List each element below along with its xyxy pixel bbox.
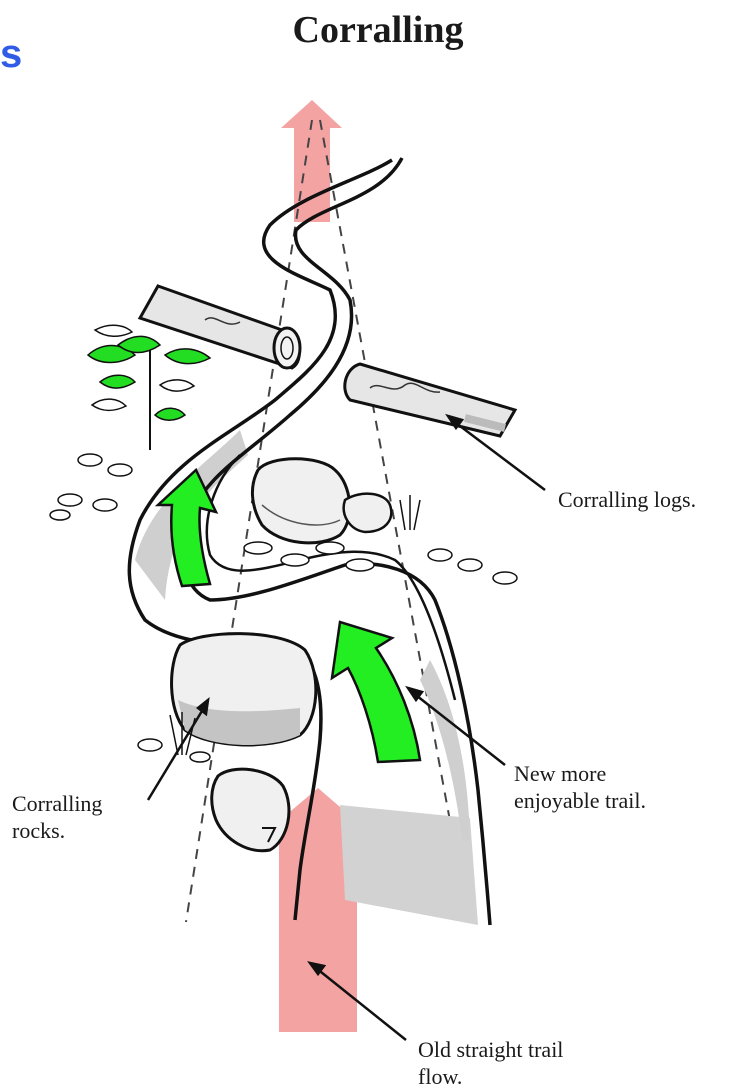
rock-icon	[212, 769, 289, 851]
rock-icon	[344, 494, 392, 532]
diagram-title: Corralling	[0, 8, 756, 52]
label-old-trail: Old straight trail flow.	[418, 1036, 563, 1090]
trail-shadow-lower	[340, 805, 478, 925]
cropped-edge-text: s	[0, 34, 22, 74]
label-corralling-logs: Corralling logs.	[558, 486, 696, 513]
log-icon	[345, 364, 515, 436]
label-corralling-rocks: Corralling rocks.	[12, 790, 102, 844]
leaf-icon	[88, 325, 210, 450]
rock-icon	[252, 459, 349, 543]
old-flow-arrow-top	[281, 100, 342, 222]
log-icon	[140, 286, 300, 368]
new-flow-arrow-lower	[332, 622, 420, 762]
label-new-trail: New more enjoyable trail.	[514, 760, 646, 814]
